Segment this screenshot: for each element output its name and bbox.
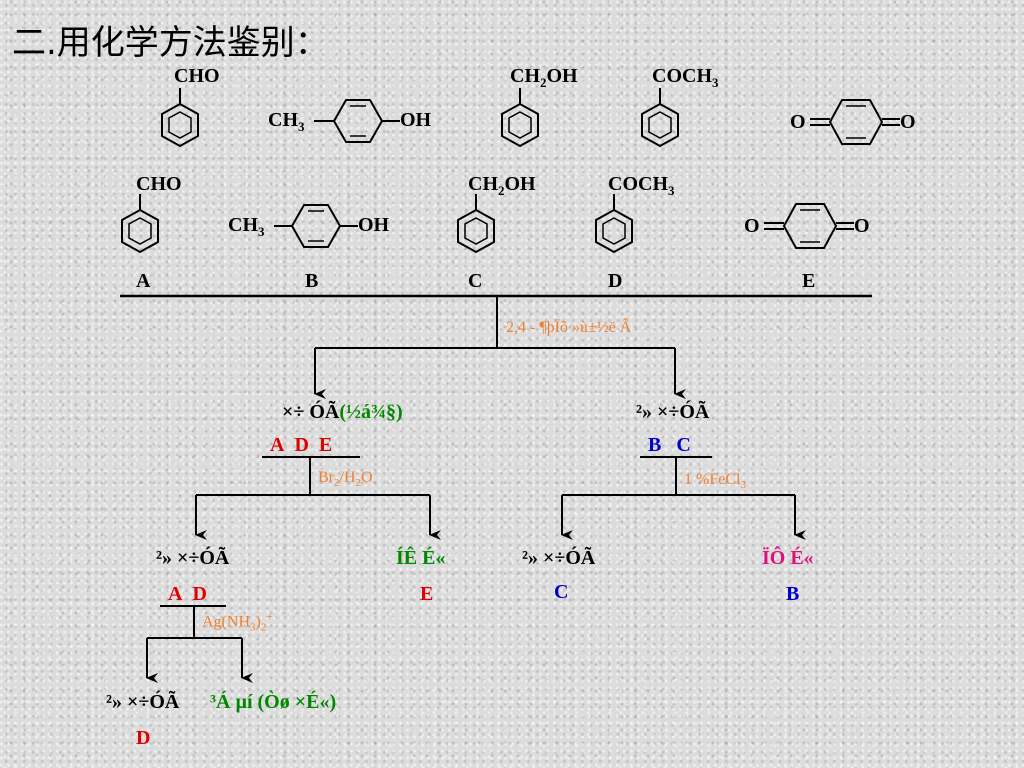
result-color: ÏÔ É«: [762, 547, 814, 569]
group-e: E: [420, 583, 434, 605]
group-d: D: [136, 727, 151, 749]
page-title: 二.用化学方法鉴别：: [12, 23, 329, 63]
group-ade: A D E: [270, 434, 333, 456]
group-bc: B C: [648, 434, 691, 456]
benzaldehyde-ring-2: [121, 194, 159, 254]
reagent-fecl3: 1 %FeCl3: [684, 471, 746, 492]
quinone-ring-2: [764, 203, 854, 249]
oh-label-1: OH: [400, 109, 432, 131]
quinone-o-right-2: O: [854, 215, 870, 237]
cresol-ring-1: [314, 99, 400, 143]
acetophenone-ring-2: [595, 194, 633, 254]
coch3-label-2: COCH3: [608, 173, 675, 198]
reagent-tollens: Ag(NH3)2+: [202, 611, 273, 634]
cho-label-1: CHO: [174, 65, 220, 87]
compound-label-e: E: [802, 270, 816, 292]
acetophenone-ring-1: [641, 88, 679, 148]
result-c-no-react: ²» ×÷ÓÃ: [522, 547, 596, 569]
quinone-o-right-1: O: [900, 111, 916, 133]
compound-label-a: A: [136, 270, 151, 292]
result-react: ×÷ ÓÃ(½á¾§): [282, 401, 403, 423]
group-c: C: [554, 581, 569, 603]
flow-lines: [120, 294, 872, 683]
benzyl-alcohol-ring-2: [457, 194, 495, 254]
quinone-ring-1: [810, 99, 900, 145]
cho-label-2: CHO: [136, 173, 182, 195]
coch3-label-1: COCH3: [652, 65, 719, 90]
ch3-label-2: CH3: [228, 214, 265, 239]
reagent-br2: Br2/H2O: [318, 469, 373, 490]
result-ad-no-react: ²» ×÷ÓÃ: [156, 547, 230, 569]
result-d-no-react: ²» ×÷ÓÃ: [106, 691, 180, 713]
benzyl-alcohol-ring-1: [501, 88, 539, 148]
result-decolor: ÍÊ É«: [396, 547, 446, 569]
reagent-dnph: 2,4 - ¶þÏõ »ù±½ë Â: [506, 319, 632, 336]
group-ad: A D: [168, 583, 207, 605]
cresol-ring-2: [274, 204, 358, 248]
ch2oh-label-1: CH2OH: [510, 65, 578, 90]
group-b: B: [786, 583, 800, 605]
ch2oh-label-2: CH2OH: [468, 173, 536, 198]
oh-label-2: OH: [358, 214, 390, 236]
compound-label-b: B: [305, 270, 319, 292]
result-no-react: ²» ×÷ÓÃ: [636, 401, 710, 423]
compound-label-c: C: [468, 270, 483, 292]
quinone-o-left-1: O: [790, 111, 806, 133]
result-silver-mirror: ³Á µí (Òø ×É«): [210, 691, 337, 713]
benzaldehyde-ring-1: [161, 88, 199, 148]
compound-label-d: D: [608, 270, 623, 292]
ch3-label-1: CH3: [268, 109, 305, 134]
quinone-o-left-2: O: [744, 215, 760, 237]
